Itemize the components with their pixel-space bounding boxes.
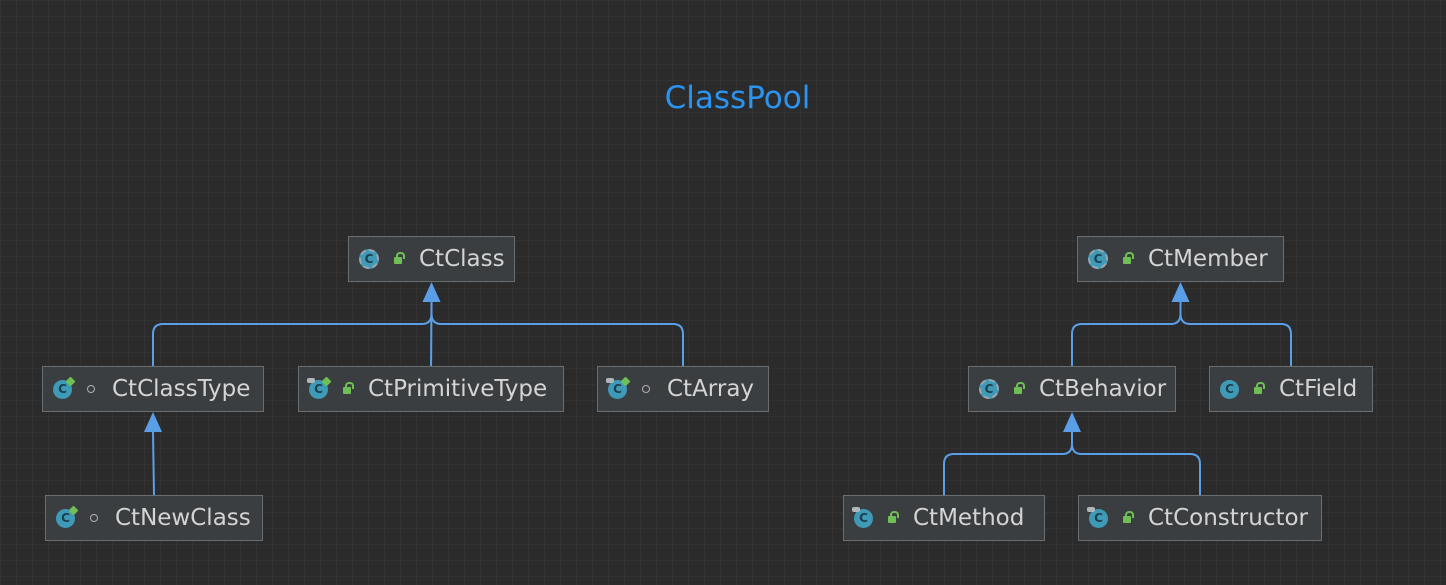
class-node-ctconstructor[interactable]: C CtConstructor bbox=[1078, 495, 1322, 541]
public-lock-icon bbox=[1251, 382, 1265, 396]
public-lock-icon bbox=[1120, 511, 1134, 525]
class-node-ctarray[interactable]: C CtArray bbox=[597, 366, 769, 412]
package-private-icon bbox=[639, 382, 653, 396]
inheritance-arrowhead-ctclass bbox=[422, 282, 441, 302]
final-class-icon: C bbox=[1087, 506, 1108, 528]
edge-ctconstructor-to-ctbehavior bbox=[1071, 432, 1201, 495]
edge-ctbehavior-to-ctmember bbox=[1071, 302, 1182, 366]
class-icon: C bbox=[56, 508, 75, 528]
abstract-class-icon: C bbox=[1088, 249, 1108, 269]
inheritance-arrowhead-ctclasstype bbox=[144, 412, 162, 432]
class-name: CtConstructor bbox=[1148, 505, 1309, 531]
class-node-ctfield[interactable]: C CtField bbox=[1209, 366, 1373, 412]
class-name: CtMember bbox=[1148, 246, 1268, 272]
class-icon: C bbox=[53, 379, 72, 399]
class-icon: C bbox=[1220, 379, 1239, 399]
edge-ctprimitivetype-to-ctclass bbox=[430, 301, 433, 367]
public-lock-icon bbox=[1011, 382, 1025, 396]
public-lock-icon bbox=[885, 511, 899, 525]
class-name: CtMethod bbox=[913, 505, 1025, 531]
edge-ctnewclass-to-ctclasstype bbox=[152, 431, 155, 496]
public-lock-icon bbox=[340, 382, 354, 396]
class-node-ctclasstype[interactable]: C CtClassType bbox=[42, 366, 264, 412]
edge-ctclasstype-to-ctclass bbox=[152, 302, 433, 366]
package-private-icon bbox=[84, 382, 98, 396]
class-node-ctclass[interactable]: C CtClass bbox=[348, 236, 515, 282]
class-node-ctnewclass[interactable]: C CtNewClass bbox=[45, 495, 263, 541]
diagram-title: ClassPool bbox=[664, 80, 811, 116]
class-name: CtClassType bbox=[112, 376, 251, 402]
final-class-icon: C bbox=[307, 377, 328, 399]
edge-ctfield-to-ctmember bbox=[1179, 302, 1292, 366]
edge-ctmethod-to-ctbehavior bbox=[943, 432, 1073, 495]
class-name: CtArray bbox=[667, 376, 755, 402]
class-node-ctprimitivetype[interactable]: C CtPrimitiveType bbox=[298, 366, 564, 412]
class-node-ctbehavior[interactable]: C CtBehavior bbox=[968, 366, 1176, 412]
edge-ctarray-to-ctclass bbox=[430, 302, 684, 366]
package-private-icon bbox=[87, 511, 101, 525]
abstract-class-icon: C bbox=[359, 249, 379, 269]
class-name: CtClass bbox=[419, 246, 505, 272]
class-name: CtField bbox=[1279, 376, 1358, 402]
class-node-ctmethod[interactable]: C CtMethod bbox=[843, 495, 1045, 541]
final-class-icon: C bbox=[606, 377, 627, 399]
class-name: CtPrimitiveType bbox=[368, 376, 548, 402]
inheritance-arrowhead-ctmember bbox=[1171, 282, 1190, 302]
abstract-class-icon: C bbox=[979, 379, 999, 399]
final-class-icon: C bbox=[852, 506, 873, 528]
class-name: CtBehavior bbox=[1039, 376, 1167, 402]
public-lock-icon bbox=[391, 252, 405, 266]
class-node-ctmember[interactable]: C CtMember bbox=[1077, 236, 1284, 282]
inheritance-arrowhead-ctbehavior bbox=[1063, 412, 1081, 432]
class-name: CtNewClass bbox=[115, 505, 251, 531]
public-lock-icon bbox=[1120, 252, 1134, 266]
